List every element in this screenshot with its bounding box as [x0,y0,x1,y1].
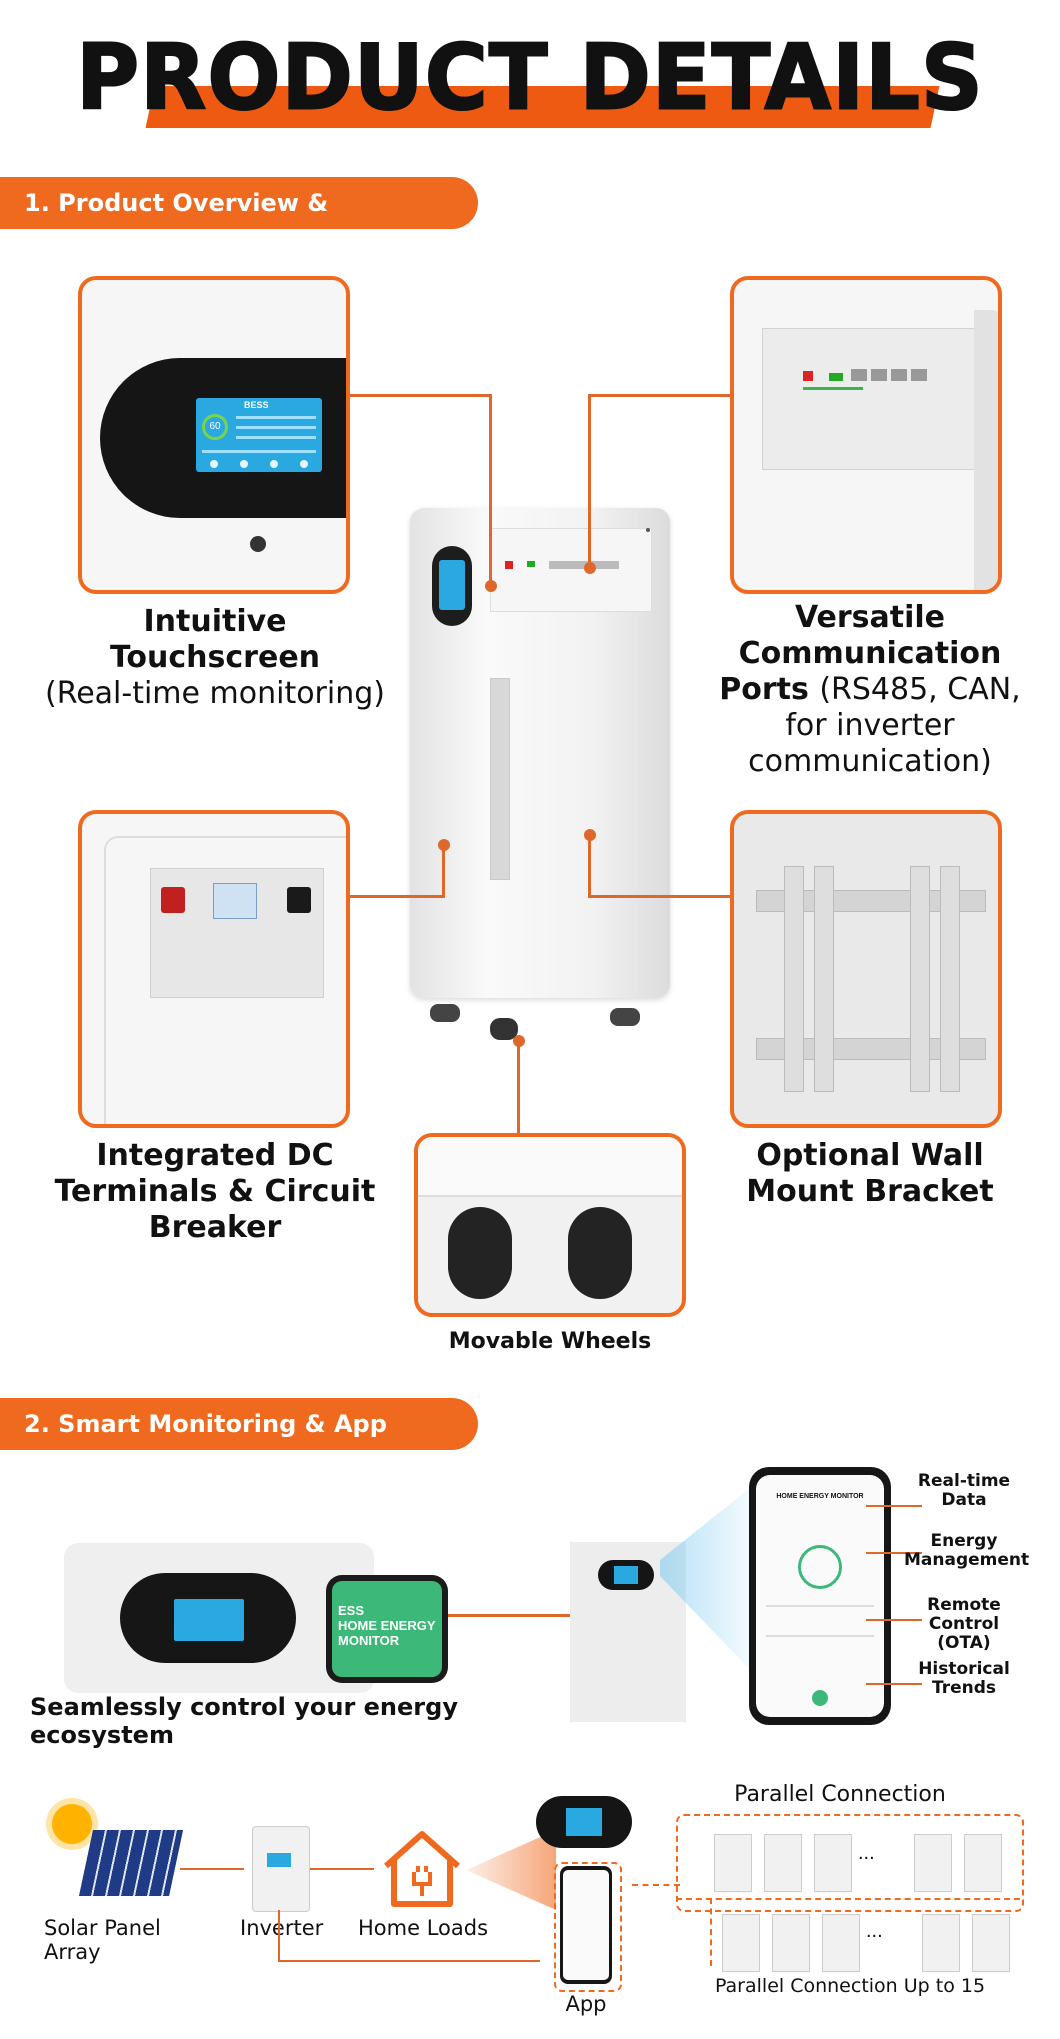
parallel-row-top: ... [676,1814,1024,1912]
bracket-box [730,810,1002,1128]
tower-side-handle [490,678,510,880]
parallel-row-bottom: ... [710,1904,1010,1974]
app-icon [560,1866,612,1984]
wheels-title: Movable Wheels [448,1329,652,1354]
port-panel [762,328,984,470]
sun-icon [52,1804,92,1844]
solar-label: Solar Panel Array [44,1916,161,1964]
circuit-breaker [213,883,257,919]
wheels-box [414,1133,686,1317]
bracket-title: Optional Wall Mount Bracket [746,1138,994,1209]
soc-gauge: 60 [202,414,228,440]
callout-remote: Remote Control (OTA) [927,1595,1001,1653]
tower-screen-bezel [432,546,472,626]
section-tab-monitoring: 2. Smart Monitoring & App Control [0,1398,478,1490]
terminal-panel [150,868,324,998]
tower-port-panel [490,528,652,612]
solar-panel-icon [78,1830,184,1896]
section-tab-overview: 1. Product Overview & Specifications [0,177,478,269]
callout-historical: Historical Trends [918,1659,1010,1698]
positive-terminal [161,887,185,913]
terminals-title: Integrated DC Terminals & Circuit Breake… [54,1138,376,1245]
touchscreen-box: BESS 60 [78,276,350,594]
negative-terminal [287,887,311,913]
monitoring-caption: Seamlessly control your energy ecosystem [30,1693,458,1749]
app-phone: HOME ENERGY MONITOR [749,1467,891,1725]
touchscreen-title: Intuitive Touchscreen (Real-time monitor… [45,604,385,711]
page-title: PRODUCT DETAILS [75,24,984,131]
tower-screen [439,560,465,610]
app-phone-frame [554,1862,622,1992]
app-display-icon [536,1796,632,1848]
parallel-title: Parallel Connection [734,1782,946,1807]
ports-box [730,276,1002,594]
wheel [430,1004,460,1022]
wheel [490,1018,518,1040]
parallel-caption: Parallel Connection Up to 15 [714,1975,986,1997]
home-label: Home Loads [358,1916,489,1940]
callout-realtime: Real-time Data [917,1471,1011,1510]
touchscreen-display: BESS 60 [196,398,322,472]
battery-tower [410,508,670,1040]
ports-title: Versatile Communication Ports (RS485, CA… [719,600,1021,779]
wheel [610,1008,640,1026]
terminals-box [78,810,350,1128]
inverter-label: Inverter [240,1916,324,1940]
monitor-device [64,1543,374,1693]
callout-energy: Energy Management [904,1531,1030,1570]
home-icon [378,1826,466,1910]
power-button [250,536,266,552]
app-label: App [565,1992,607,2016]
mini-phone: ESS HOME ENERGY MONITOR [326,1575,448,1683]
inverter-icon [252,1826,310,1912]
